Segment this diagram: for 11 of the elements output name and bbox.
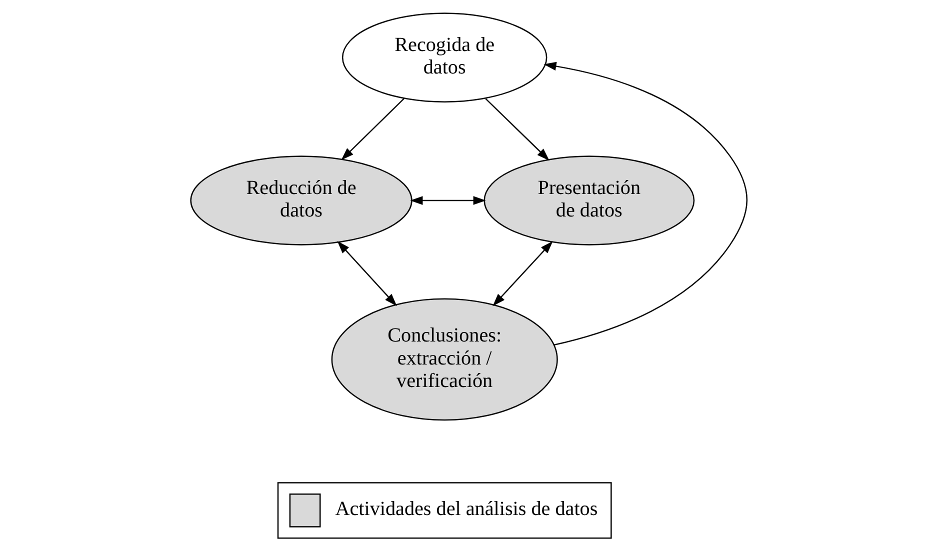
arrow [336,241,396,306]
arrow [340,98,404,160]
node-ellipse: Presentación de datos [483,156,694,246]
legend-label: Actividades del análisis de datos [334,498,598,520]
arrow [484,98,549,161]
node-ellipse: Conclusiones: extracción / verificación [330,298,558,421]
arrow [492,241,552,306]
arrow [410,196,486,205]
arrow [543,62,748,346]
node-ellipse: Recogida de datos [341,12,547,102]
node-ellipse: Reducción de datos [190,156,412,246]
